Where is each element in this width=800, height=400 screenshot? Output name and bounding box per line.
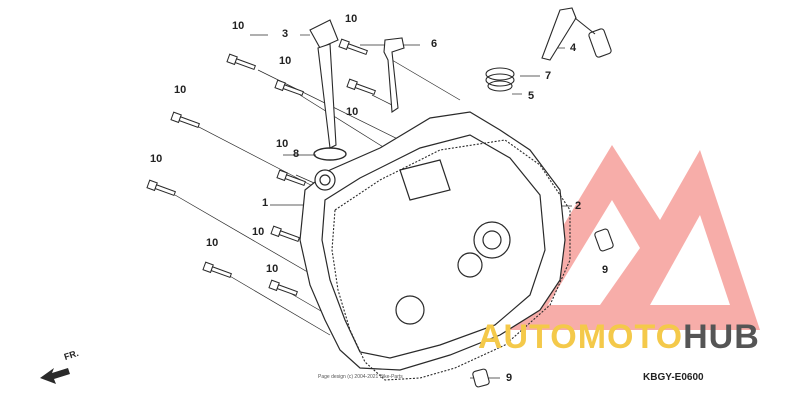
cable-rod (541, 7, 612, 61)
bracket (383, 37, 405, 113)
copyright-text: Page design (c) 2004-2021 Bike-Parts (318, 374, 403, 380)
watermark-moto: MOTO (577, 318, 684, 356)
callout-10: 10 (232, 20, 245, 32)
callout-4: 4 (570, 42, 577, 54)
front-arrow-icon (40, 368, 70, 384)
watermark-hub: HUB (683, 318, 760, 356)
callout-10: 10 (276, 138, 289, 150)
part-code: KBGY-E0600 (643, 372, 704, 383)
callout-9-pin-lower: 9 (506, 372, 513, 384)
callout-3: 3 (282, 28, 289, 40)
dowel-pin-1 (594, 228, 614, 252)
watermark-logo (500, 145, 760, 330)
watermark-auto: AUTO (478, 318, 578, 356)
callout-10: 10 (174, 84, 187, 96)
oil-dipstick (309, 19, 339, 149)
callout-7: 7 (545, 70, 552, 82)
callout-10: 10 (345, 13, 358, 25)
callout-6: 6 (431, 38, 438, 50)
callout-2: 2 (575, 200, 582, 212)
watermark-text: AUTOMOTOHUB (478, 318, 760, 357)
callout-5: 5 (528, 90, 535, 102)
callout-10: 10 (346, 106, 359, 118)
callout-1: 1 (262, 197, 269, 209)
callout-10: 10 (150, 153, 163, 165)
o-ring (313, 147, 347, 161)
spring (485, 67, 515, 92)
callout-10: 10 (206, 237, 219, 249)
callout-10: 10 (279, 55, 292, 67)
callout-10: 10 (266, 263, 279, 275)
crankcase-cover (299, 111, 566, 371)
callout-10: 10 (252, 226, 265, 238)
callout-8: 8 (293, 148, 300, 160)
callout-9-pin-upper: 9 (602, 264, 609, 276)
dowel-pin-2 (472, 368, 490, 388)
bolts (146, 38, 376, 297)
gasket (331, 139, 571, 381)
